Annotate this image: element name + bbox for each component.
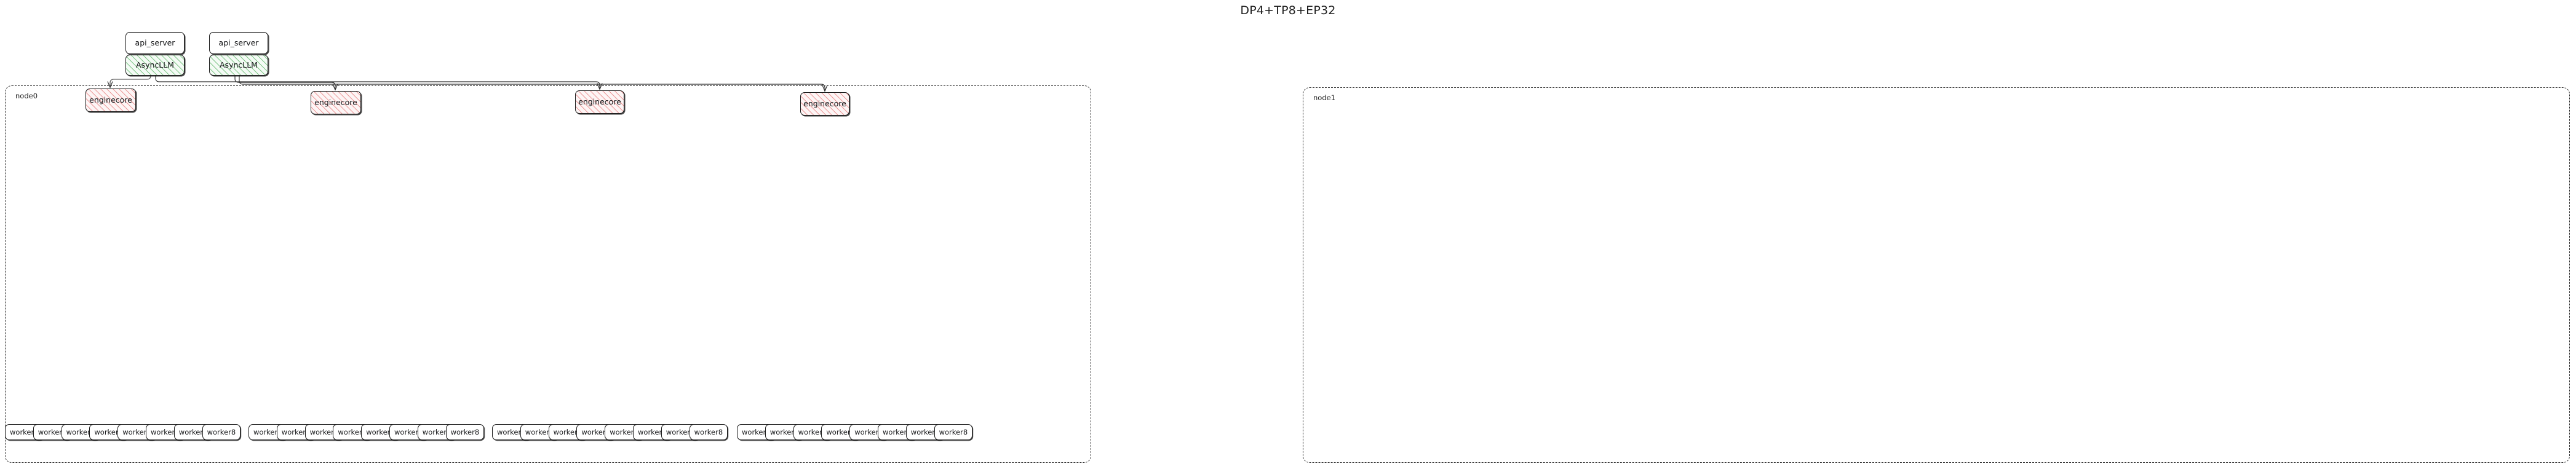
worker-box[interactable]: worker8: [689, 424, 728, 440]
enginecore-box-node1-1[interactable]: enginecore: [800, 92, 849, 116]
enginecore-box-node1-0[interactable]: enginecore: [575, 90, 624, 114]
api-server-box-0[interactable]: api_server: [125, 32, 185, 54]
api-server-box-1[interactable]: api_server: [209, 32, 268, 54]
worker-box[interactable]: worker8: [445, 424, 485, 440]
enginecore-box-node0-1[interactable]: enginecore: [311, 91, 361, 114]
asyncllm-box-0[interactable]: AsyncLLM: [125, 55, 185, 76]
diagram-title: DP4+TP8+EP32: [1240, 4, 1336, 17]
worker-box[interactable]: worker8: [202, 424, 241, 440]
cluster-node1-label: node1: [1313, 93, 1336, 102]
asyncllm-box-1[interactable]: AsyncLLM: [209, 55, 268, 76]
enginecore-box-node0-0[interactable]: enginecore: [85, 89, 136, 112]
worker-box[interactable]: worker8: [934, 424, 973, 440]
cluster-node0: node0: [5, 85, 1091, 463]
cluster-node0-label: node0: [15, 92, 38, 100]
cluster-node1: node1: [1303, 87, 2570, 463]
